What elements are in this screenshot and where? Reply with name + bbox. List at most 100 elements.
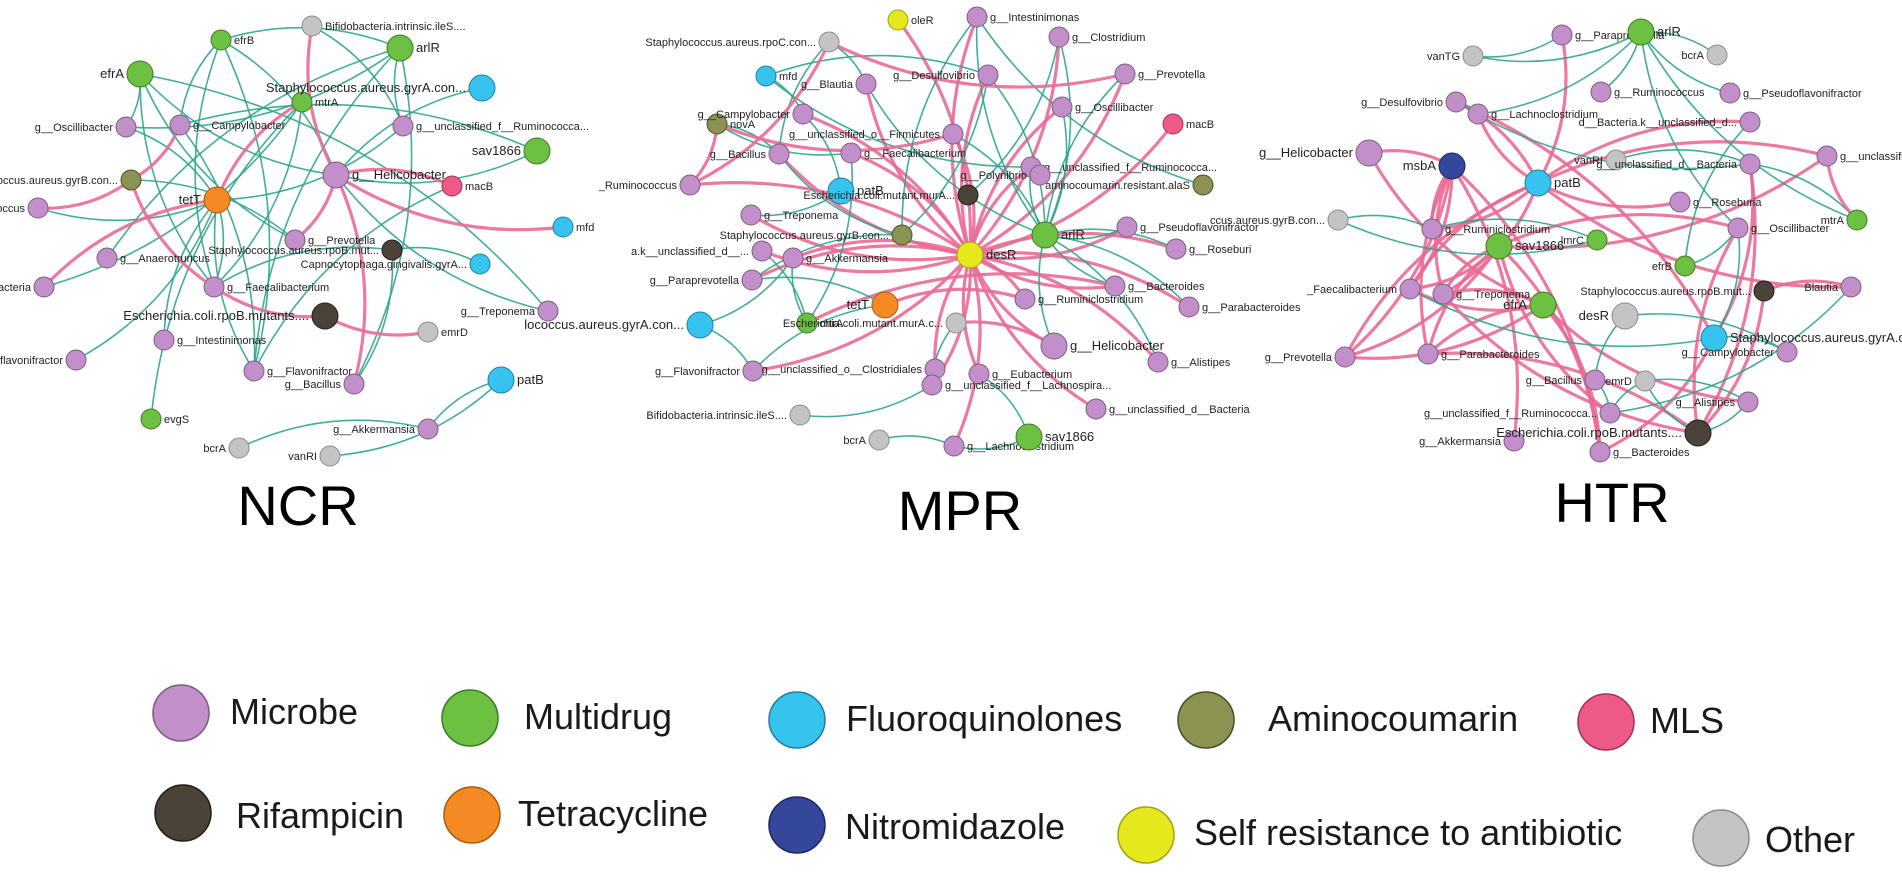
edge xyxy=(828,40,1126,89)
node-sarpoC xyxy=(818,31,840,53)
node-vanRI xyxy=(1605,149,1627,171)
legend-swatch-nitromidazole xyxy=(768,796,826,854)
legend-swatch-self-resistance xyxy=(1117,806,1175,864)
node-label-rumc: g__Ruminococcus xyxy=(1614,87,1705,99)
node-label-firm: g__unclassified_o__Firmic xyxy=(1840,151,1902,163)
node-label-firm: g__unclassified_o__Firmicutes xyxy=(789,129,941,141)
node-efrA xyxy=(1529,291,1557,319)
node-label-ecoli: Escherichia.coli.rpoB.mutants.... xyxy=(123,308,309,323)
node-label-akk: g__Akkermansia xyxy=(806,253,889,265)
node-oleR xyxy=(887,9,909,31)
edge xyxy=(1455,101,1751,170)
edge xyxy=(1536,34,1568,184)
node-label-camp: g__Campylobacter xyxy=(193,120,286,132)
legend-swatch-mls xyxy=(1577,693,1635,751)
node-label-bcrA: bcrA xyxy=(843,435,866,447)
edge xyxy=(716,122,954,153)
node-sagyrA xyxy=(1700,324,1728,352)
node-patB xyxy=(1524,169,1552,197)
legend-swatch-tetracycline xyxy=(443,786,501,844)
edge xyxy=(1044,36,1072,236)
node-label-prev: g__Prevotella xyxy=(1265,352,1333,364)
node-label-alis: g__Alistipes xyxy=(1171,357,1231,369)
edge xyxy=(37,178,132,210)
node-label-intest: g__Intestinimonas xyxy=(990,12,1080,24)
legend-label-nitromidazole: Nitromidazole xyxy=(845,806,1065,847)
edge xyxy=(1477,31,1642,115)
node-tetT xyxy=(203,186,231,214)
edge xyxy=(1472,34,1563,58)
node-label-trep: g__Treponema xyxy=(1456,289,1531,301)
edge xyxy=(150,101,303,420)
legend: Microbe Multidrug Fluoroquinolones Amino… xyxy=(152,684,1855,867)
node-label-patB: patB xyxy=(1554,175,1581,190)
node-label-prev: g__Prevotella xyxy=(308,235,376,247)
node-eub xyxy=(968,363,990,385)
edge xyxy=(967,36,1060,196)
legend-swatch-multidrug xyxy=(441,689,499,747)
node-efrA xyxy=(126,60,154,88)
edge xyxy=(1044,228,1177,250)
legend-item-microbe: Microbe xyxy=(152,684,358,742)
legend-item-nitromidazole: Nitromidazole xyxy=(768,796,1065,854)
node-blau xyxy=(855,73,877,95)
node-label-vanTG: vanTG xyxy=(1427,51,1460,63)
node-label-macB: macB xyxy=(1186,119,1214,131)
edge xyxy=(1497,245,1611,415)
edge xyxy=(213,246,393,288)
node-evgS xyxy=(140,408,162,430)
node-label-oleR: oleR xyxy=(911,15,934,27)
node-ecmurA xyxy=(945,312,967,334)
node-bacter xyxy=(1104,275,1126,297)
node-akk xyxy=(1503,430,1525,452)
node-amino xyxy=(1192,174,1214,196)
node-label-lachc: g__Lachnoclostridium xyxy=(1491,109,1598,121)
node-label-uncDB: g__unclassified_d__Bacteria xyxy=(1596,159,1738,171)
node-sagyrA xyxy=(686,311,714,339)
node-bac xyxy=(343,373,365,395)
edge xyxy=(335,174,549,312)
edge xyxy=(1441,292,1699,435)
node-uncB xyxy=(33,276,55,298)
node-label-rose: g__Roseburia xyxy=(1693,197,1762,209)
node-label-arlR: arlR xyxy=(1657,24,1681,39)
node-parab xyxy=(1178,296,1200,318)
node-label-efrB: efrB xyxy=(1652,261,1672,273)
node-clos xyxy=(1048,26,1070,48)
node-prev xyxy=(1114,63,1136,85)
node-pseudo xyxy=(1116,216,1138,238)
node-label-blau: g__Blautia xyxy=(801,79,854,91)
legend-label-self-resistance: Self resistance to antibiotic xyxy=(1194,812,1622,853)
node-sav xyxy=(1485,232,1513,260)
edge xyxy=(1696,290,1766,435)
node-intest xyxy=(966,6,988,28)
node-label-pseudo: g__Pseudoflavonifractor xyxy=(1140,222,1259,234)
node-polyn xyxy=(1029,164,1051,186)
edge xyxy=(765,54,989,77)
legend-item-multidrug: Multidrug xyxy=(441,689,672,747)
node-label-heli: g__Helicobacter xyxy=(1070,338,1165,353)
node-label-uncB: assified_d__Bacteria xyxy=(0,282,32,294)
node-label-capno: Capnocytophaga.gingivalis.gyrA... xyxy=(301,259,467,271)
legend-label-multidrug: Multidrug xyxy=(524,696,672,737)
edge xyxy=(1476,113,1539,185)
edge xyxy=(335,167,453,188)
edge xyxy=(751,276,886,306)
node-heli xyxy=(1040,332,1068,360)
legend-item-tetracycline: Tetracycline xyxy=(443,786,708,844)
node-label-ecmur: Escherichia.coli.mutant.murA... xyxy=(803,190,955,202)
node-msbA xyxy=(1438,152,1466,180)
node-pseudo xyxy=(1719,82,1741,104)
node-label-arlR: arlR xyxy=(1061,227,1085,242)
edge xyxy=(969,123,1175,257)
edge xyxy=(1537,181,1681,209)
node-label-tetT: tetT xyxy=(179,192,201,207)
node-label-uncCl: g__unclassified_o__Clostridiales xyxy=(762,364,923,376)
node-sagyrA xyxy=(468,74,496,102)
edge xyxy=(42,198,218,289)
edge xyxy=(37,199,218,222)
node-label-amino: aminocoumarin.resistant.alaS xyxy=(1045,180,1190,192)
edge xyxy=(253,47,401,372)
node-vanTG xyxy=(1462,45,1484,67)
